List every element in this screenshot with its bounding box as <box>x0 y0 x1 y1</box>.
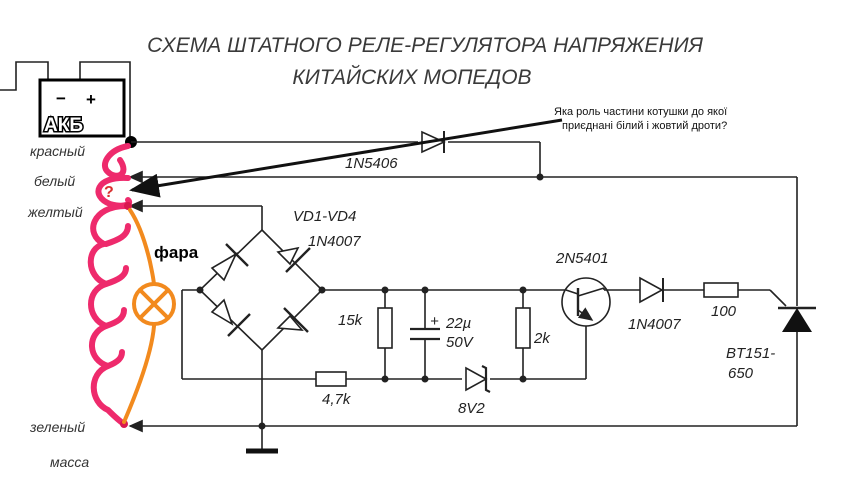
yellow-wire-line <box>128 199 263 230</box>
resistor-4k7-label: 4,7k <box>322 391 352 408</box>
battery-label: АКБ <box>44 115 83 136</box>
output-diode-label: 1N4007 <box>628 316 681 333</box>
negative-rail <box>181 289 587 383</box>
thyristor-label-1: BT151- <box>726 345 775 362</box>
zener-8v2 <box>465 365 491 393</box>
transistor-2n5401 <box>561 277 611 327</box>
question-line-2: приєднані білий і жовтий дроти? <box>562 120 727 132</box>
thyristor-bt151 <box>778 306 816 426</box>
white-wire-line <box>128 170 798 306</box>
diode-bridge <box>196 228 326 352</box>
headlamp-branch <box>122 208 176 424</box>
bridge-part-label: 1N4007 <box>308 233 361 250</box>
green-wire-line <box>128 419 797 433</box>
zener-label: 8V2 <box>458 400 485 417</box>
resistor-2k <box>515 290 531 379</box>
resistor-15k <box>377 290 393 379</box>
question-arrow <box>129 118 563 198</box>
headlamp-label: фара <box>154 243 199 262</box>
ground-symbol <box>246 350 278 454</box>
battery-minus: − <box>56 89 66 108</box>
capacitor-plus: + <box>430 313 439 330</box>
wire-label-ground: масса <box>50 454 89 470</box>
wire-label-red: красный <box>30 143 85 159</box>
resistor-2k-label: 2k <box>533 330 551 347</box>
resistor-15k-label: 15k <box>338 312 364 329</box>
bridge-name-label: VD1-VD4 <box>293 208 356 225</box>
thyristor-label-2: 650 <box>728 365 754 382</box>
battery-plus: + <box>86 90 96 109</box>
wire-label-white: белый <box>34 173 75 189</box>
battery-icon <box>0 61 131 138</box>
wire-label-green: зеленый <box>29 419 85 435</box>
capacitor-voltage-label: 50V <box>446 334 475 351</box>
capacitor-value-label: 22µ <box>445 315 471 332</box>
resistor-100-label: 100 <box>711 303 737 320</box>
diode-top-label: 1N5406 <box>345 155 398 172</box>
transistor-label: 2N5401 <box>555 250 609 267</box>
red-wire-line <box>131 141 541 177</box>
wire-label-yellow: желтый <box>27 204 83 220</box>
question-line-1: Яка роль частини котушки до якої <box>554 106 727 118</box>
resistor-4k7 <box>315 371 347 387</box>
question-mark-icon: ? <box>104 184 114 201</box>
capacitor-22u <box>410 290 440 379</box>
title-line-1: СХЕМА ШТАТНОГО РЕЛЕ-РЕГУЛЯТОРА НАПРЯЖЕНИ… <box>147 34 704 57</box>
positive-rail <box>322 286 566 294</box>
output-branch <box>604 276 787 307</box>
title-line-2: КИТАЙСКИХ МОПЕДОВ <box>292 66 531 89</box>
